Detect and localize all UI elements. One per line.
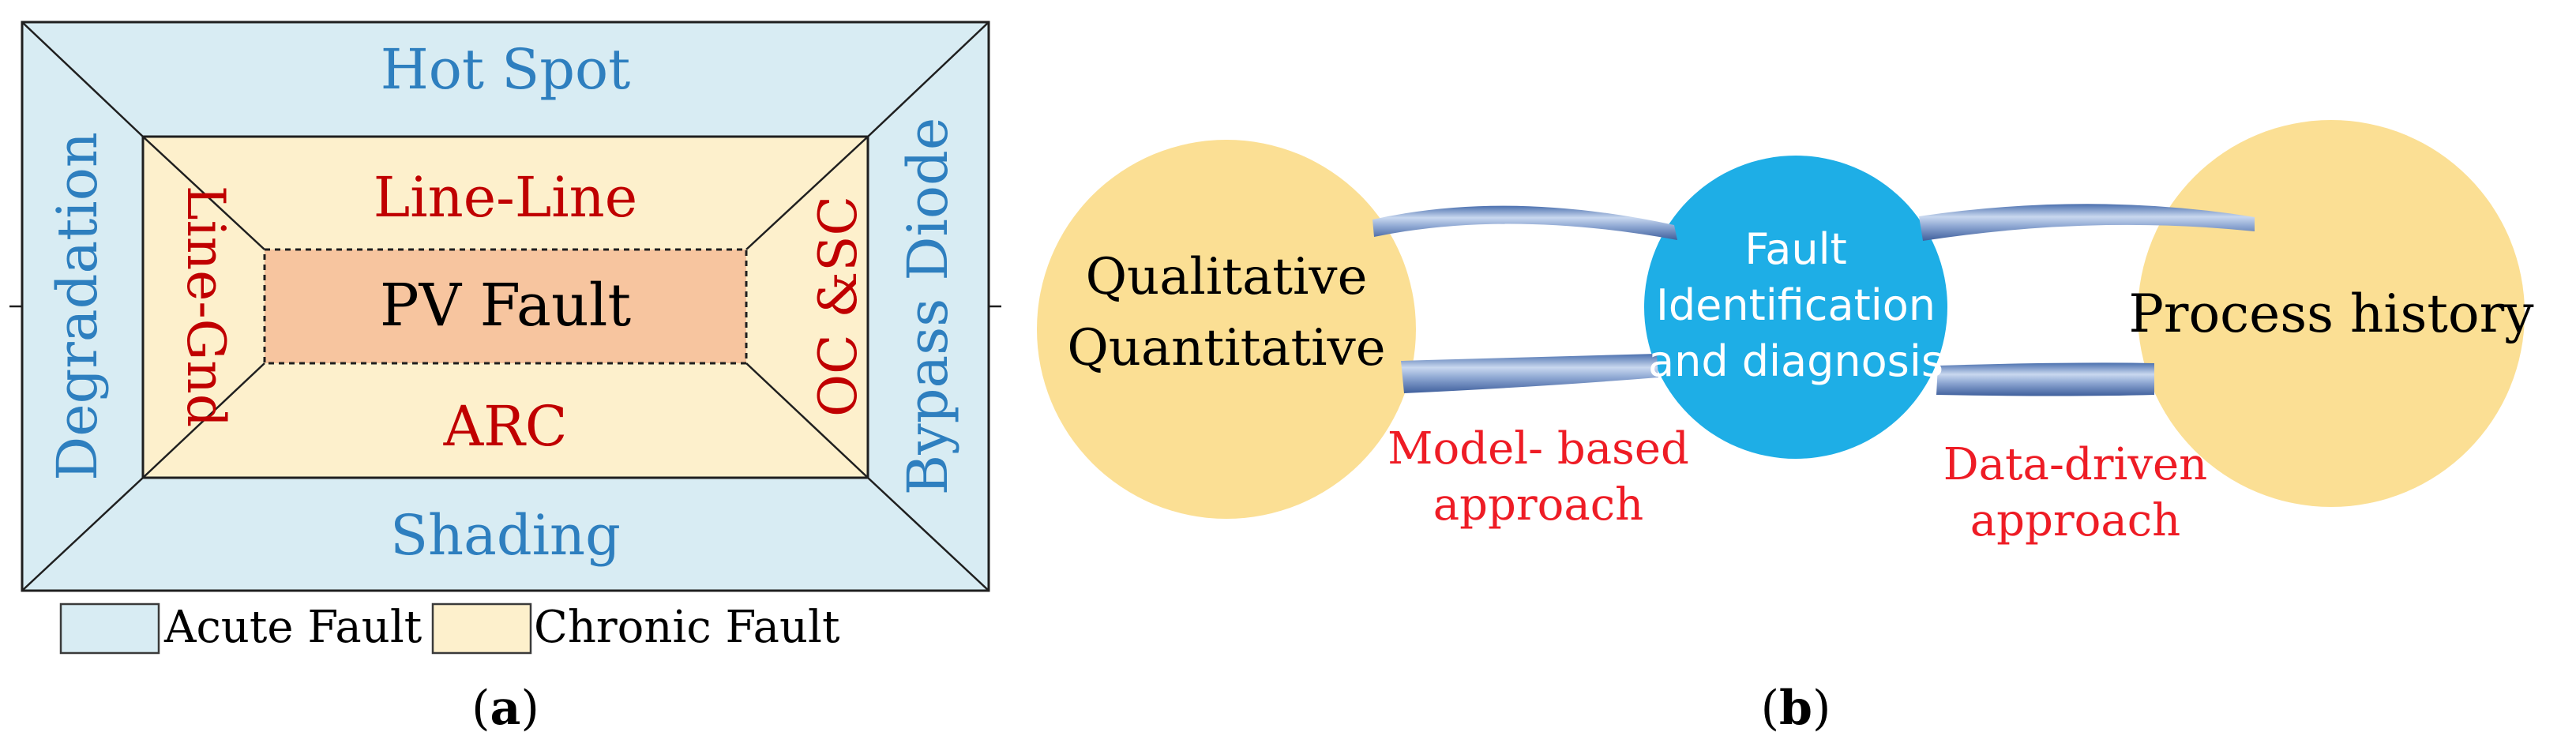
legend-acute-label: Acute Fault [163,602,422,653]
inner-left-label: Line-Gnd [175,186,236,427]
legend-acute-swatch [59,602,160,655]
outer-bottom-label: Shading [390,503,621,568]
connector-left-bottom [1401,354,1658,393]
process-history-label: Process history [2128,283,2534,344]
qualitative-circle [1037,140,1416,519]
connector-right-top [1919,204,2255,241]
data-driven-label-line1: Data-driven [1943,439,2207,490]
qualitative-label: Qualitative [1086,248,1368,306]
model-based-label-line2: approach [1433,479,1643,531]
connector-left-top [1372,205,1677,240]
panel-b: Qualitative Quantitative Fault Identific… [1037,120,2534,736]
fault-identification-circle [1644,156,1947,459]
legend-chronic-label: Chronic Fault [534,602,840,653]
center-label: PV Fault [380,272,632,340]
quantitative-label: Quantitative [1067,319,1385,377]
fault-label-line2: Identification [1656,280,1936,330]
caption-a: (a) [471,681,539,736]
fault-label-line1: Fault [1744,224,1847,274]
inner-top-label: Line-Line [374,165,637,230]
fault-label-line3: and diagnosis [1648,336,1943,386]
data-driven-label-line2: approach [1970,495,2180,546]
inner-right-label: OC &SC [808,196,869,417]
pv-fault-box [263,248,748,365]
model-based-label-line1: Model- based [1388,423,1689,475]
outer-top-label: Hot Spot [381,37,631,102]
outer-right-label: Bypass Diode [896,118,960,496]
inner-bottom-label: ARC [443,394,568,459]
panel-a: Hot Spot Shading Degradation Bypass Diod… [9,21,1001,736]
connector-right-bottom [1936,362,2154,396]
caption-b: (b) [1761,681,1831,736]
outer-left-label: Degradation [45,132,110,481]
legend-chronic-swatch [431,602,532,655]
corner-diagonals [9,21,1001,591]
